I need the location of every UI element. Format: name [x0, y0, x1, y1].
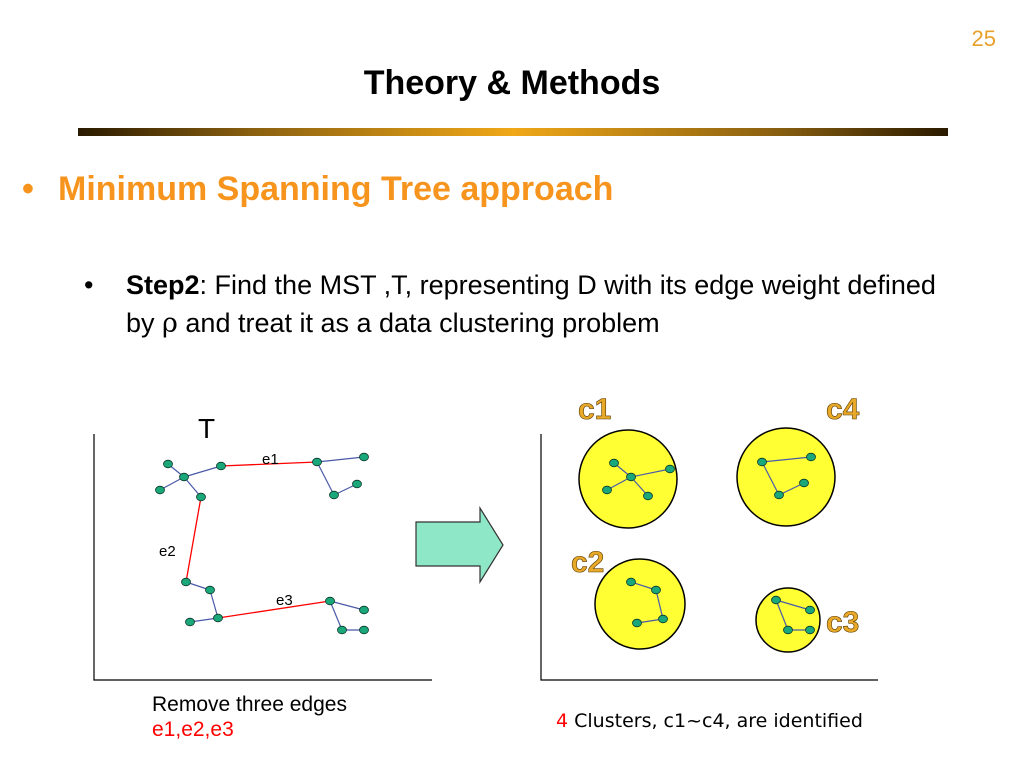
node — [643, 491, 653, 501]
slide-title: Theory & Methods — [363, 64, 661, 102]
tree-edge — [316, 461, 335, 496]
tree-edge — [655, 589, 664, 620]
node — [329, 490, 339, 500]
bullet-icon: • — [84, 270, 94, 300]
cluster-c2 — [594, 558, 686, 650]
step-row: • Step2: Find the MST ,T, representing D… — [84, 266, 944, 343]
tree-edge — [209, 589, 219, 619]
right-axes — [540, 434, 878, 681]
node — [325, 596, 335, 606]
node — [632, 618, 642, 628]
node — [155, 485, 165, 495]
tree-edge — [761, 456, 812, 463]
bullet-icon: • — [22, 170, 34, 208]
node — [609, 458, 619, 468]
node — [757, 457, 767, 467]
node — [806, 452, 816, 462]
node — [602, 485, 612, 495]
tree-label: T — [198, 413, 215, 444]
rho-symbol: ρ — [162, 308, 178, 339]
edge-e3 — [217, 600, 331, 619]
node — [312, 457, 322, 467]
right-arrow-icon — [415, 505, 504, 585]
node — [359, 605, 369, 615]
node — [205, 585, 215, 595]
cluster-c4 — [736, 427, 836, 527]
node — [799, 478, 809, 488]
node — [216, 461, 226, 471]
tree-edges — [159, 456, 365, 631]
node — [181, 577, 191, 587]
cluster-label-c4: c4 — [826, 393, 860, 426]
cluster-nodes — [602, 452, 816, 635]
left-nodes — [155, 452, 369, 635]
title-divider — [78, 128, 948, 136]
tree-edge — [329, 600, 343, 631]
cluster-count: 4 — [556, 710, 569, 732]
step-label: Step2 — [126, 270, 200, 300]
node — [805, 625, 815, 635]
node — [783, 625, 793, 635]
edge-e1 — [220, 461, 318, 467]
node — [163, 459, 173, 469]
cluster-label-c3: c3 — [826, 606, 859, 639]
heading-row: • Minimum Spanning Tree approach — [22, 170, 613, 209]
tree-edge — [630, 468, 671, 478]
right-caption: 4 Clusters, c1~c4, are identified — [556, 710, 863, 732]
node — [805, 605, 815, 615]
left-caption: Remove three edges e1,e2,e3 — [152, 692, 347, 742]
right-caption-text: Clusters, c1~c4, are identified — [568, 710, 863, 732]
cluster-label-c1: c1 — [578, 393, 611, 426]
node — [337, 625, 347, 635]
tree-edge — [329, 600, 365, 611]
edge-label-e3: e3 — [276, 592, 293, 609]
node — [213, 613, 223, 623]
node — [774, 490, 784, 500]
left-axes — [93, 434, 432, 681]
tree-edge — [775, 599, 811, 611]
node — [651, 585, 661, 595]
left-caption-line1: Remove three edges — [152, 693, 347, 716]
tree-edge — [775, 599, 789, 631]
step-text: Step2: Find the MST ,T, representing D w… — [126, 266, 944, 343]
edge-e2 — [185, 496, 202, 583]
cluster-label-c2: c2 — [571, 546, 604, 579]
node — [771, 595, 781, 605]
heading-text: Minimum Spanning Tree approach — [58, 170, 614, 208]
node — [658, 614, 668, 624]
node — [185, 617, 195, 627]
slide-number: 25 — [971, 26, 996, 51]
edge-label-e1: e1 — [262, 451, 279, 468]
node — [359, 452, 369, 462]
removed-edges — [185, 461, 331, 619]
edge-label-e2: e2 — [159, 543, 176, 560]
tree-edge — [761, 461, 780, 496]
step-text-part2: and treat it as a data clustering proble… — [177, 308, 660, 338]
tree-edge — [316, 456, 365, 463]
node — [626, 577, 636, 587]
node — [196, 492, 206, 502]
node — [626, 472, 636, 482]
node — [359, 625, 369, 635]
step-text-part1: : Find the MST ,T, representing D with i… — [126, 270, 936, 338]
node — [352, 479, 362, 489]
cluster-c3 — [755, 587, 821, 653]
left-caption-line2: e1,e2,e3 — [152, 718, 234, 741]
node — [179, 472, 189, 482]
node — [665, 464, 675, 474]
tree-edge — [183, 465, 222, 478]
